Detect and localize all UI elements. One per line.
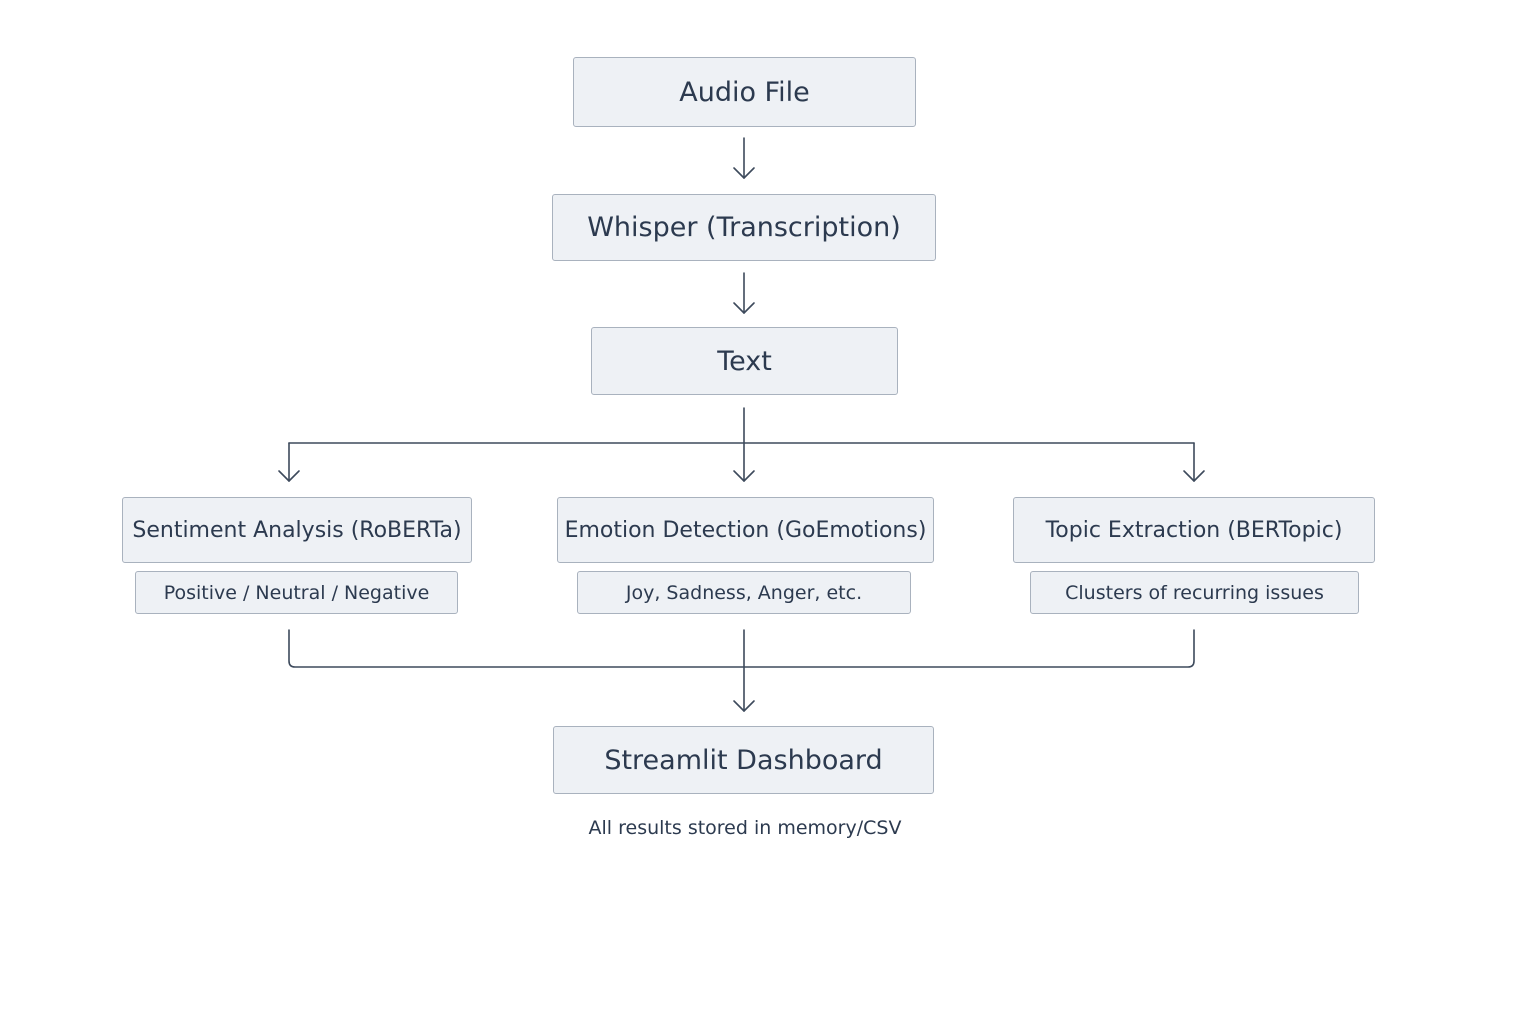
arrowhead-to-dashboard (733, 700, 755, 712)
node-emotion-output: Joy, Sadness, Anger, etc. (577, 571, 911, 614)
connector-merge-left (288, 629, 745, 668)
node-topic-extraction: Topic Extraction (BERTopic) (1013, 497, 1375, 563)
arrowhead-to-emotion (733, 470, 755, 482)
node-streamlit-dashboard: Streamlit Dashboard (553, 726, 934, 794)
connector-merge-right (743, 629, 1195, 668)
node-whisper-transcription: Whisper (Transcription) (552, 194, 936, 261)
arrowhead-to-topic (1183, 470, 1205, 482)
node-emotion-detection: Emotion Detection (GoEmotions) (557, 497, 934, 563)
node-topic-output: Clusters of recurring issues (1030, 571, 1359, 614)
arrowhead-audio-to-whisper (733, 167, 755, 179)
node-audio-file: Audio File (573, 57, 916, 127)
node-sentiment-analysis: Sentiment Analysis (RoBERTa) (122, 497, 472, 563)
node-text: Text (591, 327, 898, 395)
arrowhead-to-sentiment (278, 470, 300, 482)
arrowhead-whisper-to-text (733, 302, 755, 314)
storage-footnote: All results stored in memory/CSV (588, 817, 902, 839)
node-sentiment-output: Positive / Neutral / Negative (135, 571, 458, 614)
